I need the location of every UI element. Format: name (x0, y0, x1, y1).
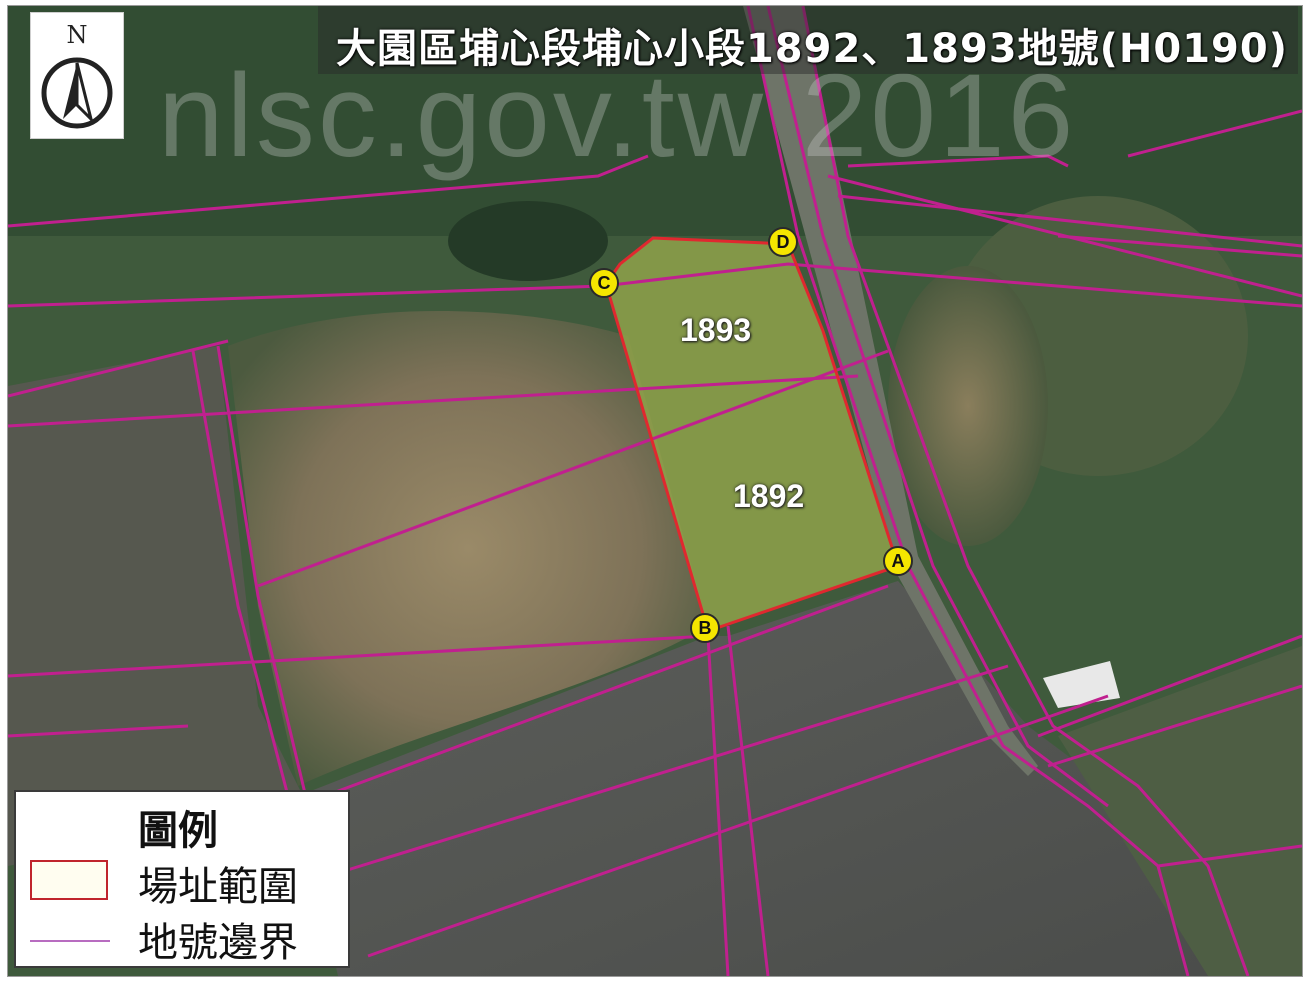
paved-fields-south (298, 581, 1302, 976)
north-arrow-box: N (30, 12, 124, 139)
legend-label-site: 場址範圍 (138, 864, 298, 910)
parcel-boundaries (8, 6, 1302, 976)
title-bar: 大園區埔心段埔心小段1892、1893地號(H0190) (318, 6, 1298, 74)
legend-label-parcel: 地號邊界 (138, 920, 298, 966)
north-arrow-icon (41, 57, 113, 129)
site-boundary (604, 236, 900, 633)
parcel-label-1893: 1893 (680, 312, 752, 348)
bare-soil-area (228, 311, 708, 786)
building (1043, 661, 1120, 708)
point-marker-b: B (690, 613, 720, 643)
legend-title: 圖例 (138, 808, 218, 854)
site-boundary-swatch (30, 860, 108, 900)
parcel-boundary-swatch (30, 940, 110, 942)
parcel-label-1892: 1892 (733, 478, 805, 514)
site-area (606, 238, 898, 631)
point-marker-a: A (883, 546, 913, 576)
legend: 圖例 場址範圍 地號邊界 (14, 790, 350, 968)
point-marker-c: C (589, 268, 619, 298)
north-label: N (66, 21, 88, 49)
tree-cluster (448, 201, 608, 281)
point-marker-d: D (768, 227, 798, 257)
map-title: 大園區埔心段埔心小段1892、1893地號(H0190) (335, 26, 1288, 72)
bare-soil-east (888, 266, 1048, 546)
grey-field-west (8, 346, 308, 866)
road (743, 6, 1038, 776)
vegetation-southeast (1058, 646, 1302, 976)
watermark: nlsc.gov.tw 2016 (158, 50, 1077, 182)
